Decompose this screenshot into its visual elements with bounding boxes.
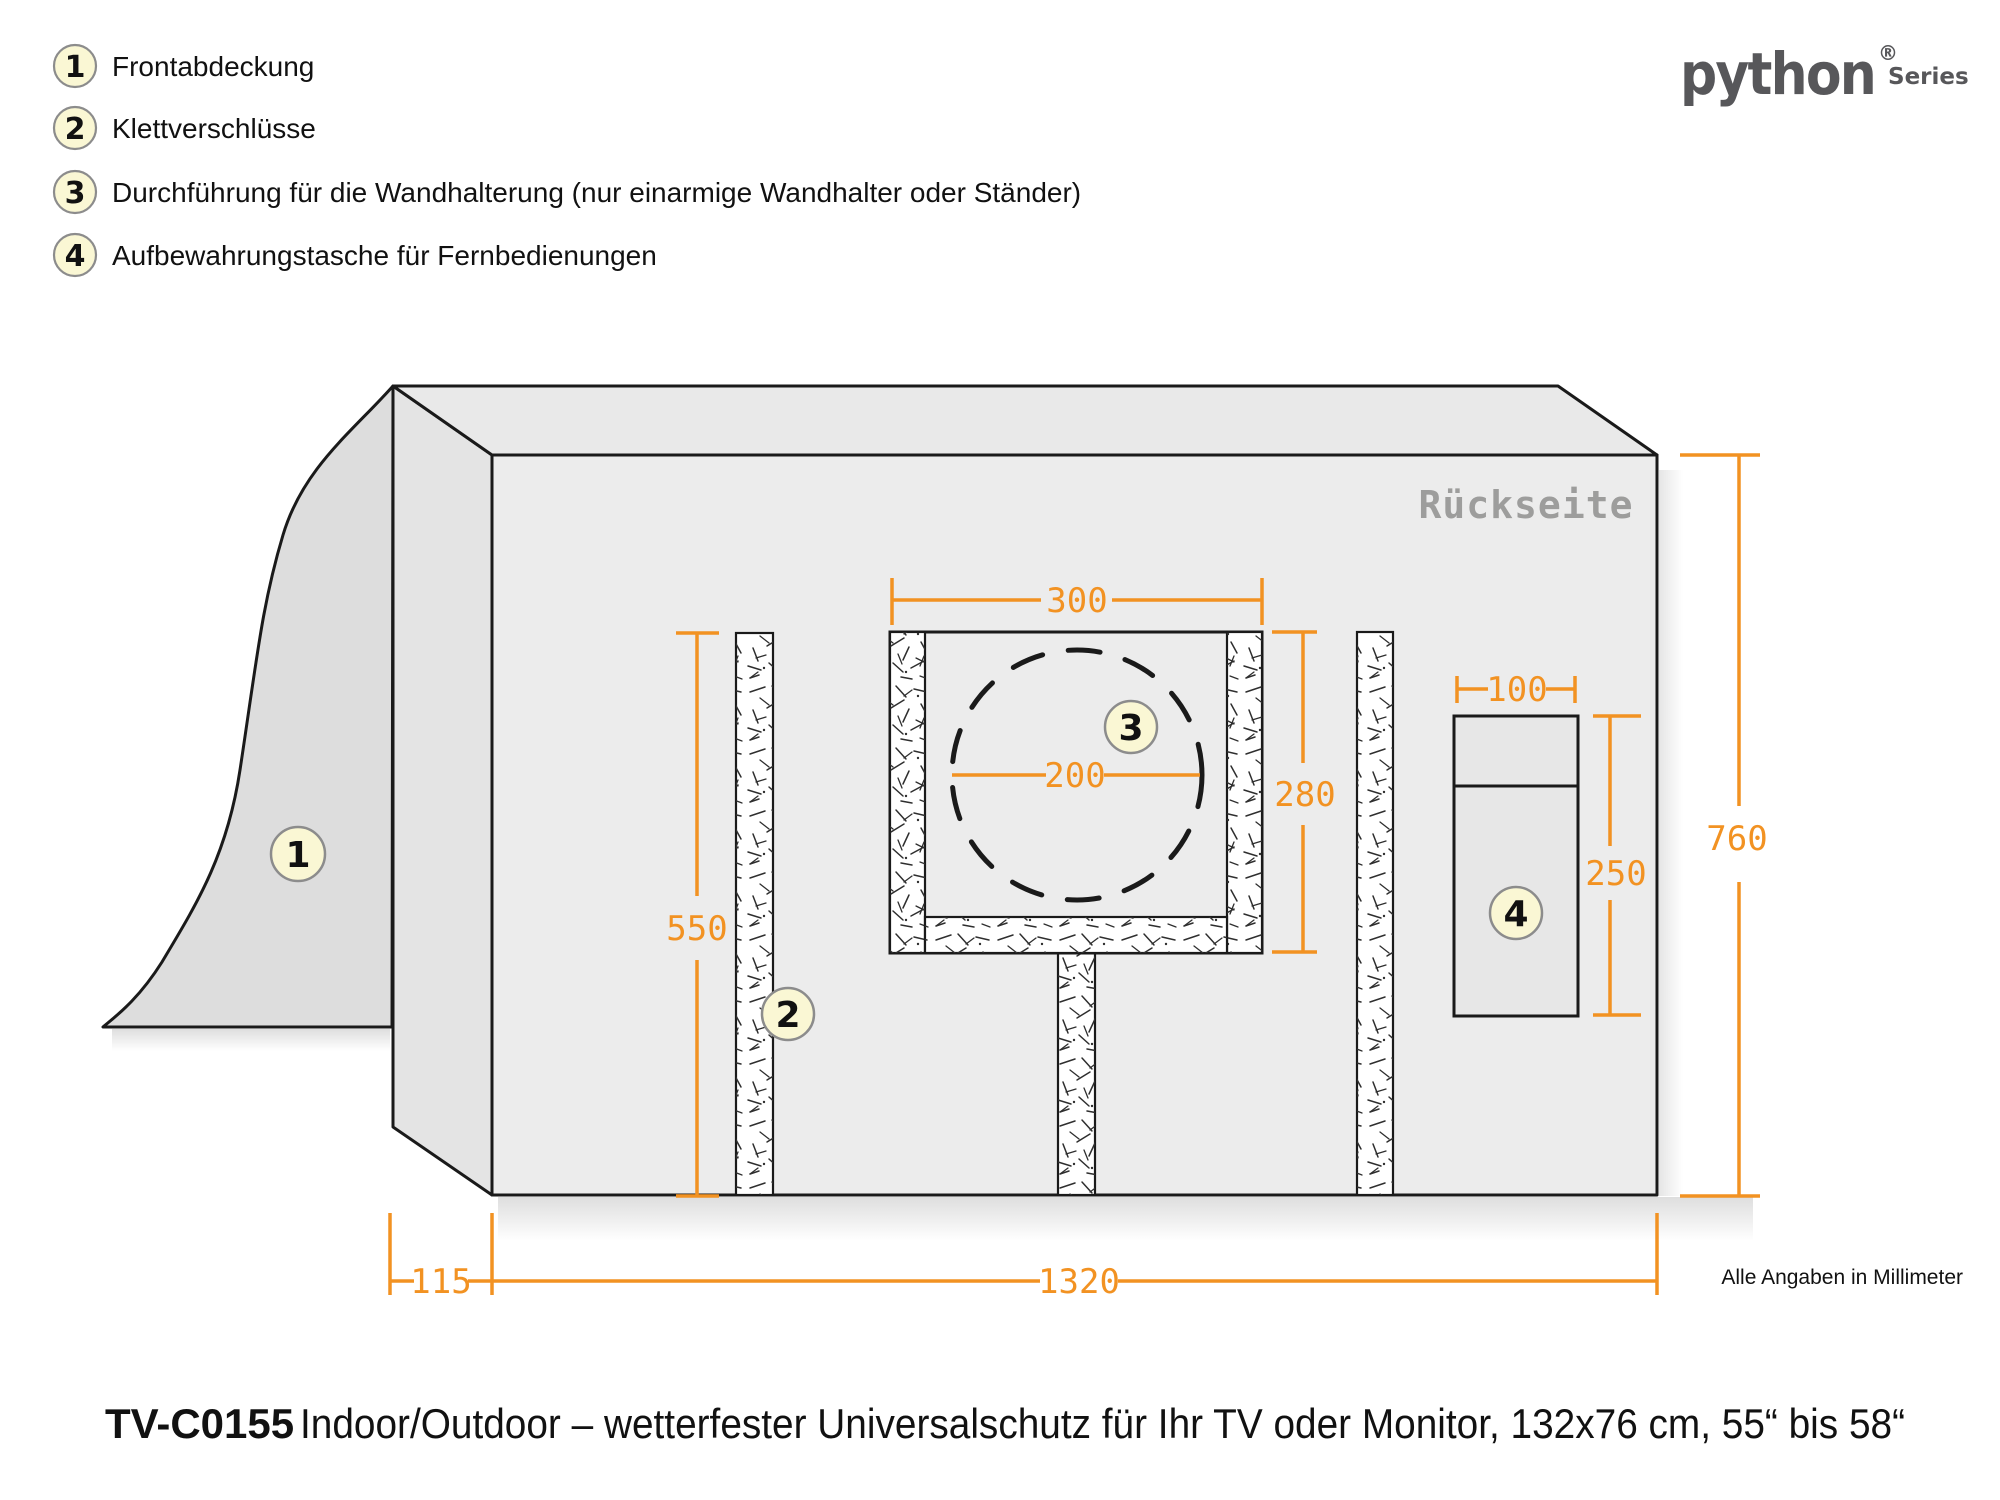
mount-hole-circle	[949, 647, 1205, 903]
footer-title: TV-C0155 Indoor/Outdoor – wetterfester U…	[105, 1400, 1905, 1447]
dim-label-200: 200	[1044, 756, 1105, 796]
legend-badge-2	[52, 105, 98, 151]
dim-label-280: 280	[1274, 775, 1335, 815]
passthrough-stem	[1056, 951, 1097, 1197]
logo-brand-text: python	[1680, 40, 1875, 108]
shadow-under-flap	[112, 1029, 390, 1051]
dim-cover-height	[1680, 453, 1760, 1198]
back-side-label: Rückseite	[1419, 483, 1634, 527]
dim-pocket-height	[1593, 714, 1641, 1017]
legend-badge-1	[52, 43, 98, 89]
velcro-strip-right	[1355, 630, 1395, 1197]
dim-label-550: 550	[666, 909, 727, 949]
legend-label-2: Klettverschlüsse	[112, 113, 316, 144]
legend: 1 Frontabdeckung 2 Klettverschlüsse 3 Du…	[52, 43, 1081, 278]
passthrough-hatch-right	[1225, 630, 1264, 955]
remote-pocket	[1452, 714, 1580, 1018]
badge-pocket-num: 4	[1503, 894, 1528, 935]
shadow-under-box	[498, 1197, 1753, 1241]
badge-front-flap: 1	[269, 825, 327, 883]
legend-label-3: Durchführung für die Wandhalterung (nur …	[112, 177, 1081, 208]
velcro-strip-left	[734, 631, 775, 1197]
badge-velcro-num: 2	[775, 995, 800, 1036]
legend-badge-3-num: 3	[65, 176, 86, 211]
legend-item-1: 1 Frontabdeckung	[52, 43, 314, 89]
logo-registered-mark: ®	[1878, 41, 1898, 65]
dim-cover-width	[492, 1213, 1659, 1295]
legend-badge-3	[52, 169, 98, 215]
dim-pocket-width	[1455, 676, 1577, 703]
badge-pocket: 4	[1488, 885, 1544, 941]
dim-bracket-width	[890, 578, 1264, 625]
dimension-labels: 300 200 280 550 100 250 760 115 1320	[410, 581, 1767, 1302]
badge-passthrough-num: 3	[1118, 708, 1143, 749]
brand-logo: python ® Series	[1680, 40, 1969, 108]
logo-series-text: Series	[1888, 64, 1969, 90]
dim-velcro-length	[676, 631, 719, 1198]
passthrough-hatch-left	[888, 630, 927, 955]
front-flap	[101, 384, 395, 1029]
dim-label-250: 250	[1585, 854, 1646, 894]
wall-mount-passthrough	[888, 630, 1264, 1197]
legend-badge-1-num: 1	[65, 50, 86, 85]
dim-label-100: 100	[1486, 670, 1547, 710]
cover-top-face	[391, 384, 1659, 457]
dim-label-300: 300	[1046, 581, 1107, 621]
pocket-body	[1452, 714, 1580, 1018]
dimensions	[388, 453, 1760, 1295]
dim-bracket-height	[1272, 630, 1317, 954]
diagram-badges: 1 2 3 4	[269, 699, 1544, 1042]
legend-item-4: 4 Aufbewahrungstasche für Fernbedienunge…	[52, 232, 657, 278]
dim-label-760: 760	[1706, 819, 1767, 859]
footer-sku: TV-C0155	[105, 1400, 294, 1447]
shadow-right-of-box	[1659, 470, 1683, 1196]
dim-label-1320: 1320	[1038, 1262, 1120, 1302]
velcro-strips	[734, 630, 1395, 1197]
legend-badge-4	[52, 232, 98, 278]
passthrough-hatch-bottom	[923, 915, 1229, 955]
footer-description: Indoor/Outdoor – wetterfester Universals…	[300, 1400, 1905, 1447]
legend-item-2: 2 Klettverschlüsse	[52, 105, 316, 151]
legend-badge-2-num: 2	[65, 112, 86, 147]
badge-front-flap-num: 1	[285, 835, 310, 876]
legend-item-3: 3 Durchführung für die Wandhalterung (nu…	[52, 169, 1081, 215]
units-note: Alle Angaben in Millimeter	[1721, 1266, 1963, 1289]
cover-side-face	[391, 384, 494, 1197]
badge-velcro: 2	[760, 986, 816, 1042]
dim-side-depth	[388, 1213, 494, 1295]
badge-passthrough: 3	[1103, 699, 1159, 755]
dim-label-115: 115	[410, 1262, 471, 1302]
legend-label-4: Aufbewahrungstasche für Fernbedienungen	[112, 240, 657, 271]
legend-badge-4-num: 4	[65, 239, 86, 274]
legend-label-1: Frontabdeckung	[112, 51, 314, 82]
